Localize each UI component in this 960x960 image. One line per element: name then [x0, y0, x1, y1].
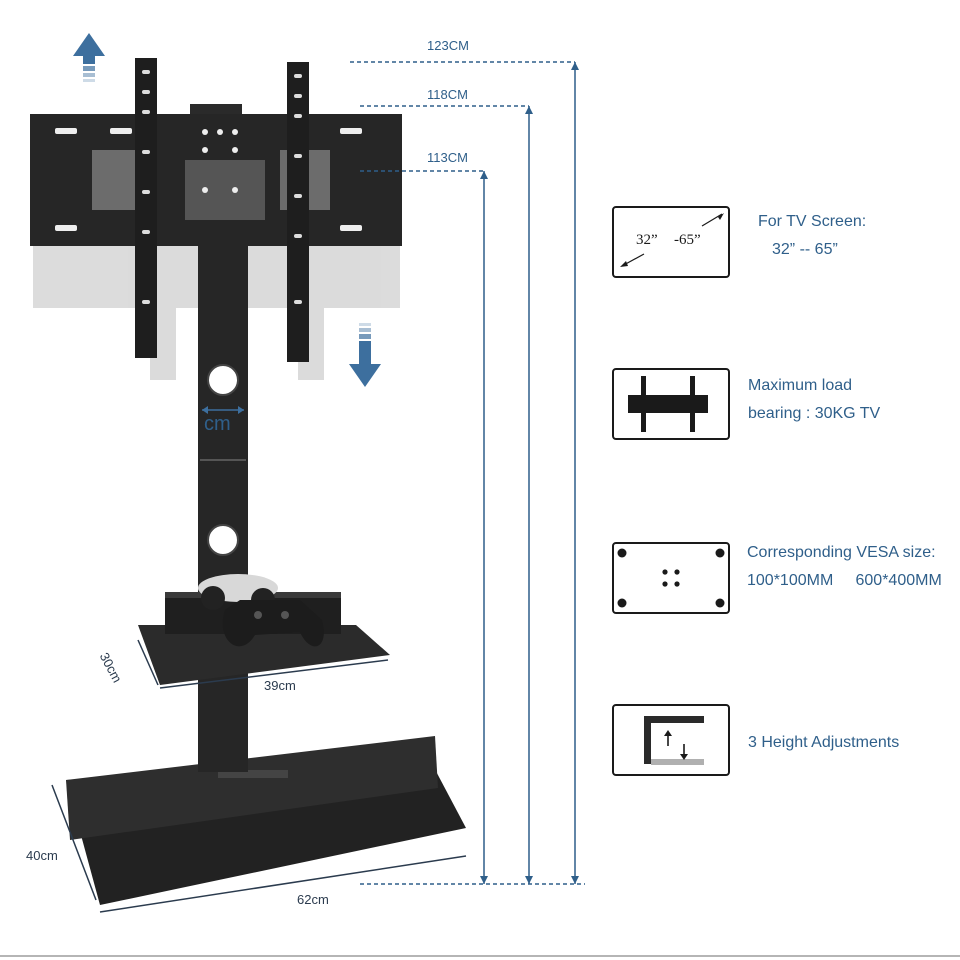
mount-bracket-icon [628, 376, 708, 432]
up-arrow-icon [73, 33, 105, 82]
vesa-feature-text: Corresponding VESA size: 100*100MM 600*4… [747, 539, 942, 595]
shelf-width-label: 39cm [264, 678, 296, 693]
tv-size-box-text-a: 32” [636, 232, 658, 248]
vesa-sizes: 100*100MM 600*400MM [747, 572, 942, 589]
height-max-label: 123CM [427, 38, 469, 53]
load-line-1: Maximum load [748, 377, 853, 394]
pole-cm-label: cm [204, 413, 231, 435]
stand-base [66, 736, 466, 905]
vesa-feature-box [612, 542, 730, 614]
tv-diagonal-icon [620, 213, 724, 267]
height-adjust-icon [644, 716, 704, 765]
height-min-label: 113CM [427, 150, 468, 165]
tv-mount-plate [30, 58, 402, 362]
down-arrow-icon [349, 323, 381, 387]
tv-size-box-text-b: -65” [674, 232, 701, 248]
glass-shelf [138, 574, 390, 685]
tv-size-feature-box: 32” -65” [612, 206, 730, 278]
base-width-label: 62cm [297, 892, 329, 907]
vesa-title: Corresponding VESA size: [747, 544, 936, 561]
tv-size-feature-text: For TV Screen: 32” -- 65” [758, 208, 866, 264]
tv-size-range: 32” -- 65” [772, 241, 838, 258]
load-feature-box [612, 368, 730, 440]
dimension-lines [51, 61, 585, 913]
base-depth-label: 40cm [26, 848, 58, 863]
height-line-1: 3 Height Adjustments [748, 734, 900, 751]
height-mid-label: 118CM [427, 87, 468, 102]
load-feature-text: Maximum load bearing : 30KG TV [748, 372, 880, 428]
bottom-divider [0, 955, 960, 957]
load-line-2: bearing : 30KG TV [748, 405, 881, 422]
tv-size-title: For TV Screen: [758, 213, 867, 230]
height-feature-box [612, 704, 730, 776]
height-feature-text: 3 Height Adjustments [748, 729, 899, 757]
vesa-holes-icon [617, 548, 725, 608]
